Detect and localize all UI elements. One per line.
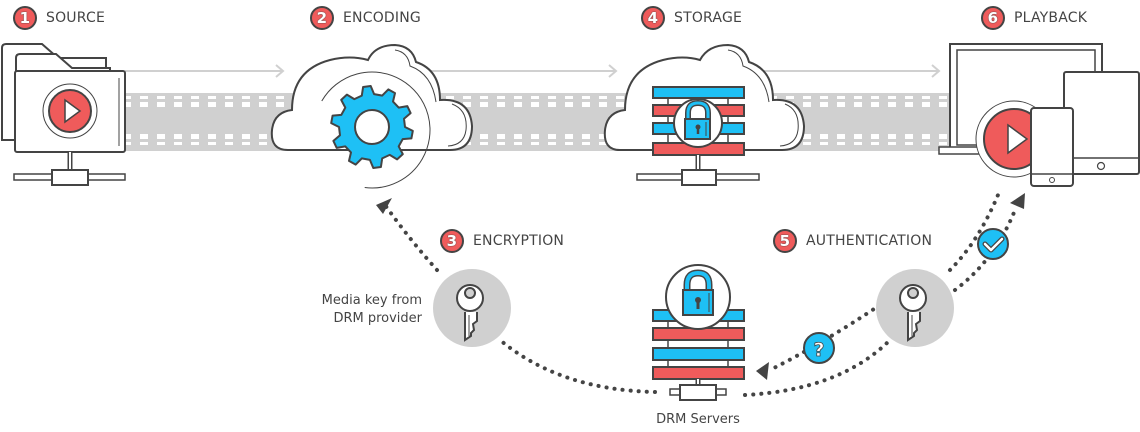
encryption-to-encoding-path <box>383 203 439 272</box>
key-to-player-request-path <box>948 188 1002 272</box>
step-number-badge: 6 <box>981 6 1005 30</box>
question-mark-text: ? <box>813 339 824 361</box>
folder-video-icon <box>1 43 126 186</box>
step-title: AUTHENTICATION <box>806 233 933 249</box>
media-key-icon <box>433 269 511 347</box>
step-source-label: 1 SOURCE <box>13 6 105 30</box>
arrowheads <box>376 193 1025 380</box>
step-title: ENCRYPTION <box>473 233 565 249</box>
step-number-badge: 1 <box>13 6 37 30</box>
drm-servers-caption: DRM Servers <box>656 412 740 427</box>
gear-icon <box>330 85 414 169</box>
arrowhead-to-drm <box>756 362 769 380</box>
step-title: PLAYBACK <box>1014 10 1088 26</box>
step-title: SOURCE <box>46 10 106 26</box>
arrowhead-to-encoding <box>376 198 392 214</box>
drm-lock-icon <box>665 264 731 330</box>
step-authentication-label: 5 AUTHENTICATION <box>773 229 932 253</box>
step-encryption-label: 3 ENCRYPTION <box>440 229 564 253</box>
media-key-caption: Media key from DRM provider <box>300 292 422 328</box>
step-encoding-label: 2 ENCODING <box>310 6 421 30</box>
media-key-caption-line1: Media key from <box>321 293 422 308</box>
step-playback-label: 6 PLAYBACK <box>981 6 1087 30</box>
key-to-drm-request-path <box>768 303 882 372</box>
film-strip <box>120 93 950 151</box>
step-number-badge: 4 <box>641 6 665 30</box>
auth-key-icon <box>876 269 954 347</box>
step-title: ENCODING <box>343 10 421 26</box>
question-badge: ? <box>803 332 835 364</box>
step-number-badge: 3 <box>440 229 464 253</box>
step-storage-label: 4 STORAGE <box>641 6 742 30</box>
step-number-badge: 5 <box>773 229 797 253</box>
step-number-badge: 2 <box>310 6 334 30</box>
arrowhead-to-player <box>1010 193 1025 209</box>
check-badge <box>977 228 1009 260</box>
media-key-caption-line2: DRM provider <box>333 311 422 326</box>
flow-arrows <box>125 64 941 78</box>
drm-to-key-path <box>498 338 657 394</box>
storage-lock-icon <box>673 98 723 148</box>
playback-devices-icon <box>938 43 1140 187</box>
step-title: STORAGE <box>674 10 743 26</box>
gear-hole <box>354 109 390 145</box>
